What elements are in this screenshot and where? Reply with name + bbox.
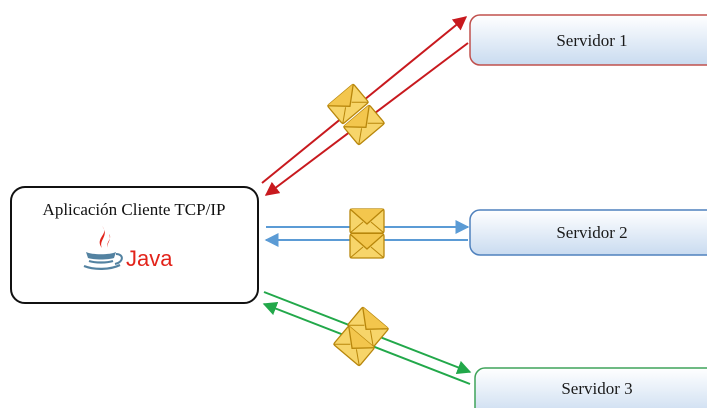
client-box: Aplicación Cliente TCP/IP Java: [10, 186, 259, 304]
server-box-1: Servidor 1: [469, 14, 707, 66]
java-logo-icon: Java: [83, 226, 173, 271]
server-label: Servidor 2: [556, 223, 627, 242]
envelope-icon: [349, 208, 385, 234]
server-label: Servidor 1: [556, 31, 627, 50]
server-box-2: Servidor 2: [469, 209, 707, 256]
envelope-icon: [349, 233, 385, 259]
server-box-3: Servidor 3: [474, 367, 707, 408]
server-label: Servidor 3: [561, 379, 632, 398]
client-title: Aplicación Cliente TCP/IP: [43, 200, 226, 219]
java-logo-text: Java: [126, 246, 173, 271]
